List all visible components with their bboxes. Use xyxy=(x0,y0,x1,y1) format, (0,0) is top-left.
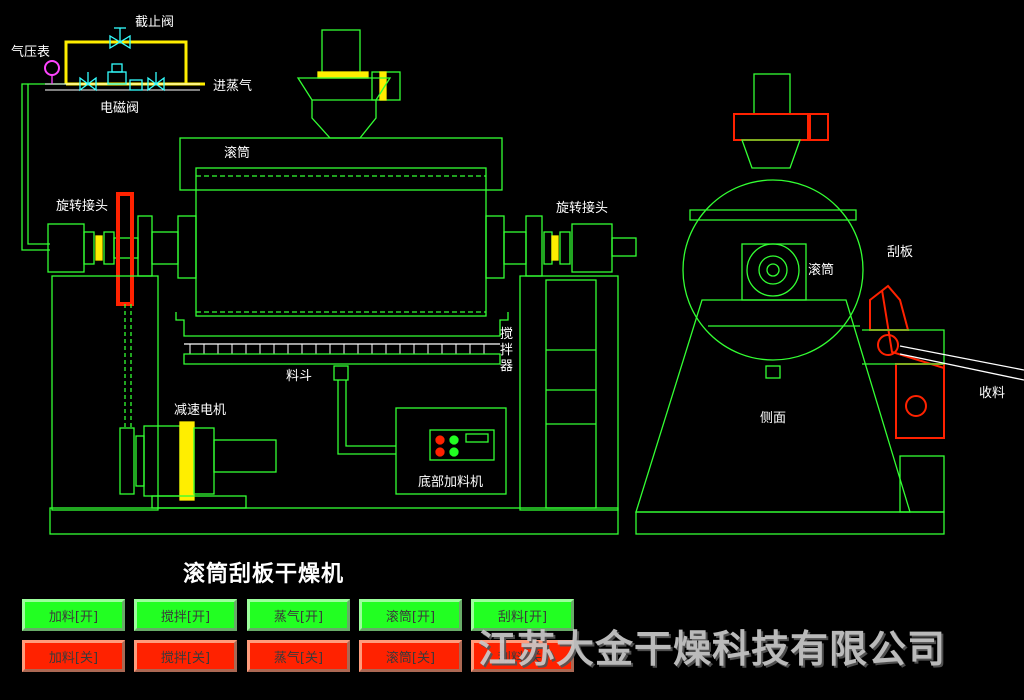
label-gear-motor: 减速电机 xyxy=(174,403,226,418)
label-discharge: 收料 xyxy=(979,386,1005,401)
left-frame xyxy=(49,275,619,535)
label-rotary-joint-left: 旋转接头 xyxy=(56,198,108,214)
label-agitator-2: 拌 xyxy=(500,343,513,358)
side-stand xyxy=(635,299,945,535)
right-frame xyxy=(519,275,619,511)
label-bottom-feed: 底部加料机 xyxy=(418,474,483,490)
shaft-right xyxy=(485,215,637,279)
steam-on-button[interactable]: 蒸气[开] xyxy=(247,599,350,631)
label-agitator-3: 器 xyxy=(500,359,513,374)
steam-off-button[interactable]: 蒸气[关] xyxy=(247,640,350,672)
label-rotary-joint-right: 旋转接头 xyxy=(556,200,608,216)
scrape-off-button[interactable]: 刮料[关] xyxy=(471,640,574,672)
agitate-on-button[interactable]: 搅拌[开] xyxy=(134,599,237,631)
drum-off-button[interactable]: 滚筒[关] xyxy=(359,640,462,672)
label-stop-valve: 截止阀 xyxy=(135,15,174,30)
page-title: 滚筒刮板干燥机 xyxy=(183,562,345,587)
side-drum xyxy=(682,179,864,361)
label-agitator-1: 搅 xyxy=(500,326,513,342)
feed-off-button[interactable]: 加料[关] xyxy=(22,640,125,672)
label-scraper: 刮板 xyxy=(887,245,913,260)
agitate-off-button[interactable]: 搅拌[关] xyxy=(134,640,237,672)
feed-system xyxy=(333,365,507,495)
label-hopper: 料斗 xyxy=(286,369,312,384)
scraper-assembly xyxy=(862,284,1024,439)
company-watermark: 江苏大金干燥科技有限公司 xyxy=(478,627,947,671)
side-motor xyxy=(733,73,829,169)
solenoid-valve-icon xyxy=(79,63,165,92)
top-motor xyxy=(296,29,401,139)
gear-left xyxy=(116,192,134,430)
scrape-on-button[interactable]: 刮料[开] xyxy=(471,599,574,631)
label-drum-side: 滚筒 xyxy=(808,262,834,278)
shaft-left xyxy=(47,215,197,279)
drum-on-button[interactable]: 滚筒[开] xyxy=(359,599,462,631)
pressure-gauge-icon xyxy=(44,60,60,76)
label-drum-front: 滚筒 xyxy=(224,145,250,161)
label-side-view: 侧面 xyxy=(760,411,786,426)
label-pressure-gauge: 气压表 xyxy=(11,44,50,60)
drum-body xyxy=(175,137,509,365)
stop-valve-icon xyxy=(109,27,131,50)
label-solenoid-valve: 电磁阀 xyxy=(100,101,139,116)
label-steam-inlet: 进蒸气 xyxy=(213,78,252,94)
feed-on-button[interactable]: 加料[开] xyxy=(22,599,125,631)
